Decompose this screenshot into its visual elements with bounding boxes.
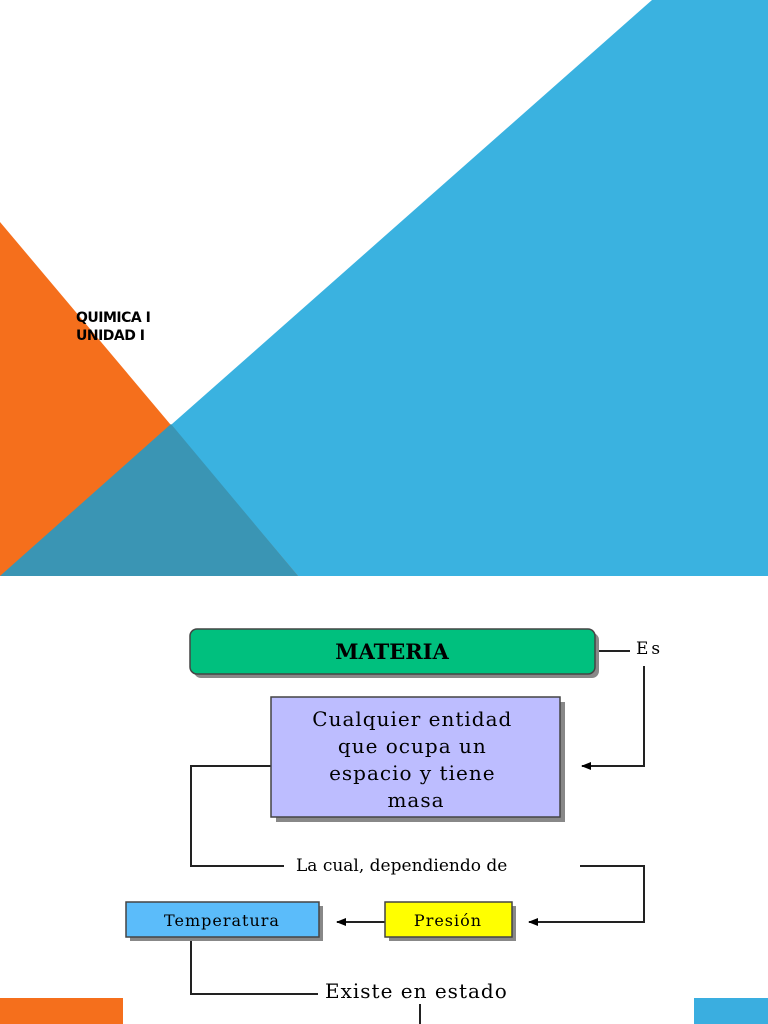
temperatura-to-existe-line <box>190 941 318 995</box>
la-cual-label: La cual, dependiendo de <box>296 856 507 876</box>
concept-map-slide: MATERIA Es Cualquier entidad que ocupa u… <box>0 576 768 1024</box>
concept-map: MATERIA Es Cualquier entidad que ocupa u… <box>125 628 663 1024</box>
footer-blue-bar <box>694 998 768 1024</box>
temperatura-node: Temperatura <box>125 901 323 941</box>
definition-line-1: Cualquier entidad <box>312 707 512 731</box>
connector-lines <box>190 650 645 1024</box>
title-line-1: QUIMICA I <box>76 310 151 326</box>
temperatura-label: Temperatura <box>164 911 280 930</box>
title-line-2: UNIDAD I <box>76 328 145 344</box>
slide-title: QUIMICA I UNIDAD I <box>76 309 151 345</box>
es-to-definition-line <box>581 666 645 770</box>
materia-label: MATERIA <box>335 639 449 664</box>
definition-to-lacual-line <box>190 765 284 867</box>
definition-line-4: masa <box>387 788 444 812</box>
title-slide: QUIMICA I UNIDAD I <box>0 0 768 576</box>
existe-label: Existe en estado <box>325 979 508 1003</box>
definition-line-2: que ocupa un <box>338 734 487 758</box>
presion-node: Presión <box>384 901 516 941</box>
blue-triangle <box>0 0 768 576</box>
overlap-triangle <box>0 424 298 576</box>
title-slide-background <box>0 0 768 576</box>
footer-orange-bar <box>0 998 123 1024</box>
lacual-to-presion-line <box>528 865 645 926</box>
materia-node: MATERIA <box>189 628 599 678</box>
es-label: Es <box>636 639 663 659</box>
definition-line-3: espacio y tiene <box>329 761 495 785</box>
definition-node: Cualquier entidad que ocupa un espacio y… <box>270 696 565 822</box>
presion-label: Presión <box>414 911 482 930</box>
definition-text: Cualquier entidad que ocupa un espacio y… <box>312 707 519 812</box>
